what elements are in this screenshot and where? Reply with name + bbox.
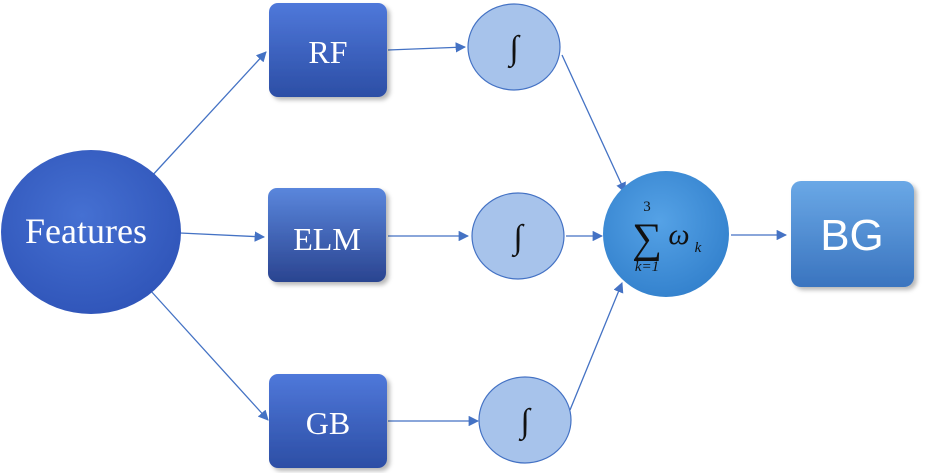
sum-node [603, 171, 729, 297]
edge-features-elm [179, 231, 266, 242]
rf-box [269, 3, 387, 97]
features-node [1, 150, 181, 314]
sum-term-subscript: k [695, 240, 702, 256]
edge-integral3-sum [569, 282, 624, 411]
output-box [791, 181, 914, 287]
integral-node-1 [467, 3, 561, 91]
gb-label: GB [306, 405, 350, 441]
gb-box [269, 374, 387, 468]
output-label: BG [820, 211, 884, 260]
elm-box [268, 188, 386, 282]
sum-symbol: ∑ [632, 216, 662, 262]
sum-upper-limit: 3 [643, 199, 651, 215]
edge-features-rf [149, 51, 267, 179]
edge-integral1-sum [561, 54, 626, 193]
integral-label-2: ∫ [511, 219, 525, 258]
sum-lower-limit: k=1 [635, 259, 659, 275]
elm-label: ELM [293, 221, 361, 257]
sum-term: ω [668, 218, 689, 251]
features-label: Features [25, 211, 147, 251]
rf-label: RF [308, 34, 347, 70]
integral-label-1: ∫ [507, 30, 521, 69]
edge-features-gb [149, 289, 269, 421]
edge-rf-integral [387, 42, 467, 53]
integral-node-2 [471, 192, 565, 280]
integral-label-3: ∫ [518, 403, 532, 442]
integral-node-3 [478, 376, 572, 464]
